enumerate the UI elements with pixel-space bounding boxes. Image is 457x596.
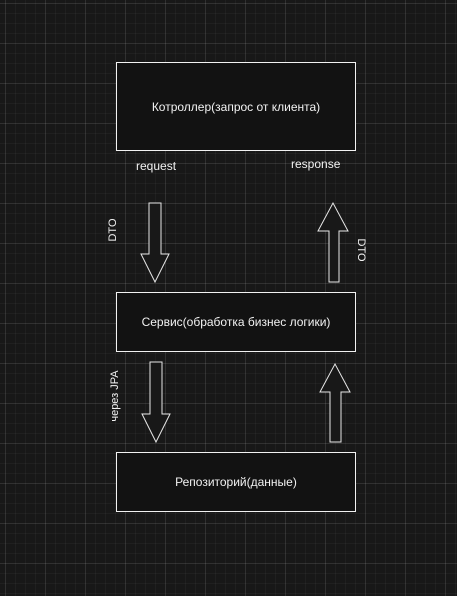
- request-label: request: [136, 159, 177, 173]
- arrow-service-to-controller[interactable]: [317, 201, 349, 283]
- arrow-repository-to-service[interactable]: [319, 362, 351, 443]
- arrow-controller-to-service[interactable]: [140, 202, 170, 284]
- repository-label: Репозиторий(данные): [175, 475, 297, 489]
- controller-node[interactable]: Котроллер(запрос от клиента): [116, 62, 356, 151]
- dto-up-label: DTO: [355, 238, 367, 262]
- via-jpa-label: через JPA: [109, 370, 121, 422]
- service-node[interactable]: Сервис(обработка бизнес логики): [116, 292, 356, 352]
- controller-label: Котроллер(запрос от клиента): [151, 99, 321, 114]
- repository-node[interactable]: Репозиторий(данные): [116, 452, 356, 512]
- dto-down-label: DTO: [107, 218, 119, 242]
- service-label: Сервис(обработка бизнес логики): [141, 315, 331, 329]
- response-label: response: [291, 157, 341, 171]
- arrow-service-to-repository[interactable]: [141, 361, 171, 444]
